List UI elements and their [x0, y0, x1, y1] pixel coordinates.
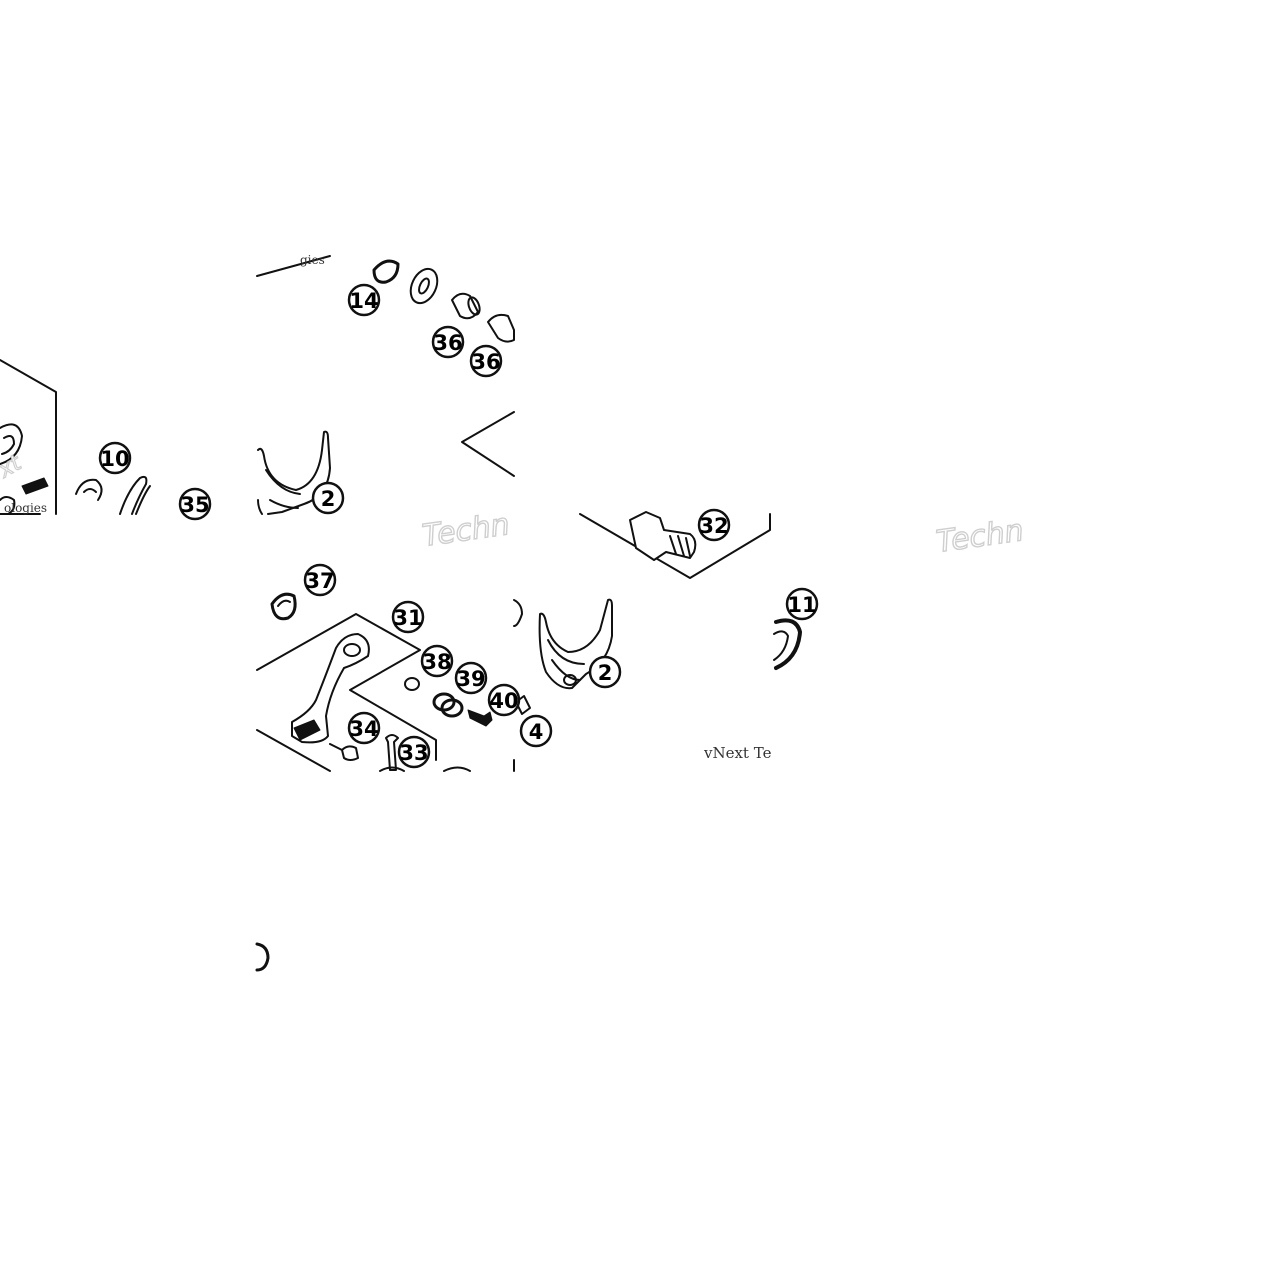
- part-seal-inner: [277, 599, 291, 607]
- callout-2-b: 2: [588, 655, 622, 689]
- tile-center-bottom: [256, 592, 493, 772]
- watermark-vnext: vNext Te: [703, 744, 772, 762]
- part-shift-fork-2-ribs: [547, 639, 585, 681]
- callout-35: 35: [178, 487, 212, 521]
- part-bearing-inner: [440, 698, 464, 718]
- svg-text:2: 2: [321, 487, 336, 511]
- part-roller: [515, 695, 531, 715]
- svg-text:38: 38: [422, 650, 451, 674]
- part-detent: [0, 496, 16, 515]
- callout-36-b: 36: [469, 344, 503, 378]
- part-thrust-washer: [774, 618, 802, 670]
- callout-33: 33: [397, 735, 431, 769]
- part-bushing-2: [487, 313, 515, 343]
- watermark-ologies: ologies: [4, 501, 47, 515]
- part-oring-1: [372, 259, 400, 284]
- part-pin: [21, 477, 49, 495]
- part-spring-clip: [75, 478, 103, 501]
- part-spring: [119, 475, 151, 515]
- part-shift-lever-frame: [256, 613, 437, 772]
- callouts: 10 35 14 36 36 2 32 37: [98, 283, 819, 769]
- watermark-xt: xt: [0, 450, 27, 484]
- callout-39: 39: [454, 661, 488, 695]
- callout-34: 34: [347, 711, 381, 745]
- svg-text:2: 2: [598, 661, 613, 685]
- svg-text:33: 33: [399, 741, 428, 765]
- svg-text:10: 10: [100, 447, 129, 471]
- part-shift-fork-1: [257, 430, 331, 515]
- part-washer-1-hole: [418, 277, 430, 295]
- part-washer-2: [404, 677, 420, 691]
- tile-right: [513, 511, 802, 772]
- part-washer: [0, 423, 23, 465]
- svg-text:36: 36: [433, 331, 462, 355]
- callout-10: 10: [98, 441, 132, 475]
- tile-center-top: [256, 255, 515, 515]
- svg-text:34: 34: [349, 717, 378, 741]
- svg-text:36: 36: [471, 350, 500, 374]
- watermark-gies: gies: [300, 253, 325, 267]
- watermark-techn-2: Techn: [934, 513, 1026, 560]
- tile-lower-fragments: [255, 942, 270, 972]
- callout-14: 14: [347, 283, 381, 317]
- part-pin-2: [385, 734, 399, 771]
- part-shift-lever-boss: [343, 643, 361, 657]
- callout-38: 38: [420, 644, 454, 678]
- part-shift-fork-1-ribs: [265, 469, 301, 509]
- callout-11: 11: [785, 587, 819, 621]
- watermark-techn-1: Techn: [420, 507, 512, 554]
- part-shift-drum-outline: [0, 359, 57, 515]
- part-bolt: [467, 709, 493, 727]
- callout-2-a: 2: [311, 481, 345, 515]
- part-housing-edge: [461, 411, 515, 477]
- part-shift-lever-foot: [293, 719, 321, 741]
- callout-40: 40: [487, 683, 521, 717]
- svg-text:31: 31: [393, 606, 422, 630]
- svg-text:35: 35: [180, 493, 209, 517]
- callout-4: 4: [519, 714, 553, 748]
- part-seal: [270, 592, 297, 621]
- callout-37: 37: [303, 563, 337, 597]
- part-stopper-thread: [669, 535, 691, 557]
- part-thrust-washer-inner: [773, 630, 789, 661]
- part-bushing-1: [451, 292, 479, 320]
- part-shaft-outline: [256, 255, 331, 277]
- svg-text:39: 39: [456, 667, 485, 691]
- part-shift-fork-2-boss: [563, 674, 577, 686]
- svg-text:11: 11: [787, 593, 816, 617]
- part-callout-fragment: [255, 942, 270, 972]
- part-bearing-outer: [432, 692, 456, 712]
- callout-36-a: 36: [431, 325, 465, 359]
- part-pivot-base: [379, 766, 471, 772]
- callout-31: 31: [391, 600, 425, 634]
- svg-text:37: 37: [305, 569, 334, 593]
- svg-text:40: 40: [489, 689, 518, 713]
- tile-left: [0, 359, 151, 515]
- part-nut: [329, 743, 359, 761]
- svg-text:32: 32: [699, 514, 728, 538]
- part-edge-fragment: [513, 599, 523, 627]
- part-washer-1: [409, 267, 439, 305]
- part-bushing-1-end: [467, 296, 481, 316]
- part-shift-lever: [291, 633, 370, 744]
- svg-text:14: 14: [349, 289, 378, 313]
- callout-32: 32: [697, 508, 731, 542]
- part-shift-fork-2: [538, 598, 613, 690]
- part-stopper: [629, 511, 697, 561]
- svg-text:4: 4: [529, 720, 544, 744]
